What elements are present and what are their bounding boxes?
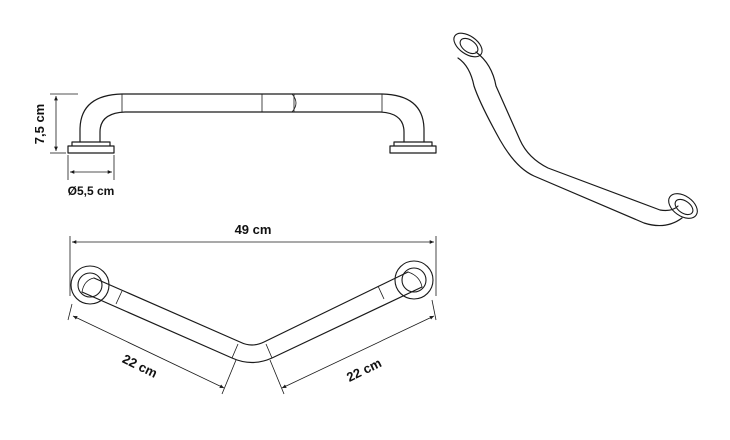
perspective-bar-lower [457, 57, 683, 227]
front-view: 7,5 cm Ø5,5 cm [32, 93, 437, 198]
width-dimension-label: 49 cm [235, 222, 272, 237]
left-leg-dimension-label: 22 cm [120, 351, 160, 381]
right-flange [389, 141, 437, 154]
perspective-bar-upper [475, 51, 679, 212]
height-dimension-label: 7,5 cm [32, 104, 47, 144]
front-bar-inner [99, 111, 405, 143]
front-bar-outline [79, 93, 425, 143]
left-flange [67, 141, 115, 154]
top-view: 49 cm 22 cm 22 cm [67, 222, 437, 395]
top-view-bar-outer [81, 286, 423, 364]
top-view-bar-inner [93, 271, 409, 346]
right-leg-dimension-label: 22 cm [344, 355, 384, 385]
diameter-dimension-label: Ø5,5 cm [68, 184, 115, 198]
perspective-view [453, 32, 698, 227]
